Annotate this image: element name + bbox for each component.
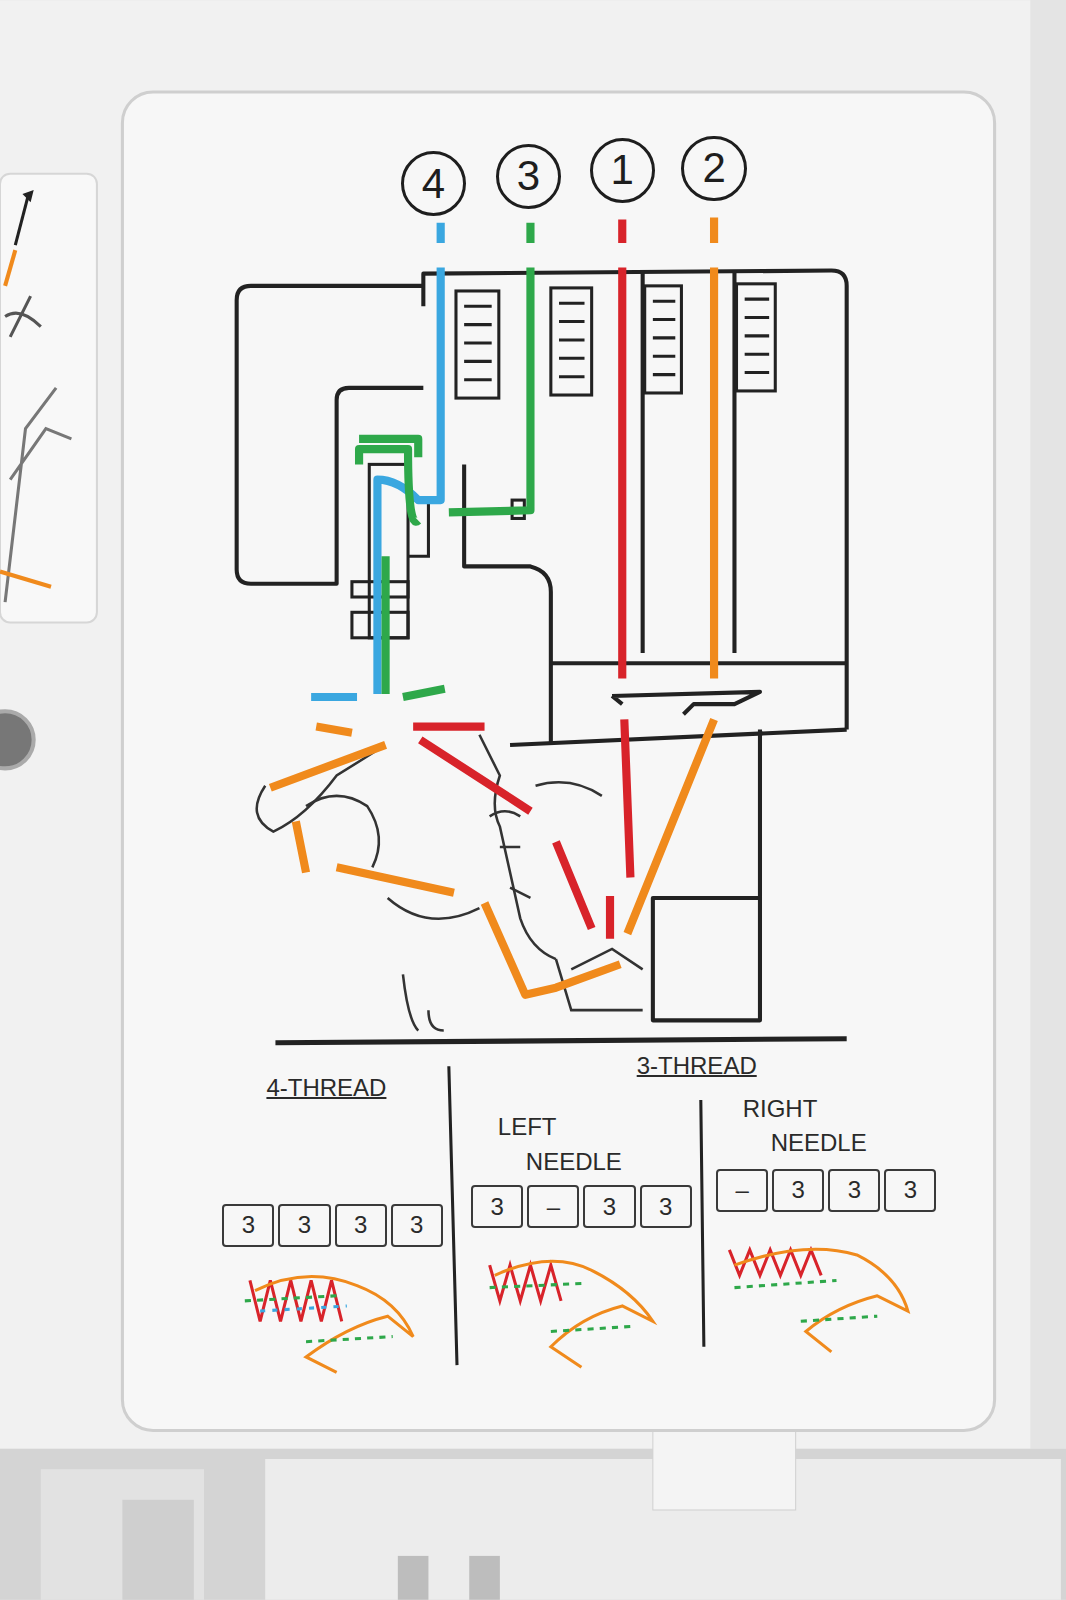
- drawing-part: [490, 811, 531, 898]
- drawing-part: [5, 296, 41, 337]
- drawing-part: [275, 1039, 846, 1043]
- setting-cell: 3: [884, 1169, 936, 1212]
- drawing-part: [257, 750, 378, 832]
- drawing-part: [15, 194, 28, 245]
- setting-cell: 3: [278, 1204, 330, 1247]
- drawing-part: [0, 571, 51, 586]
- drawing-part: [510, 730, 847, 745]
- drawing-part: [0, 1449, 1066, 1600]
- drawing-part: [464, 464, 551, 745]
- drawing-part: [612, 692, 760, 714]
- setting-cell: –: [716, 1169, 768, 1212]
- callout-number: 4: [422, 163, 445, 205]
- drawing-part: [388, 898, 480, 1031]
- drawing-part: [22, 190, 33, 202]
- setting-cell: 3: [391, 1204, 443, 1247]
- drawing-part: [413, 727, 610, 939]
- setting-cell: 3: [335, 1204, 387, 1247]
- drawing-part: [5, 250, 15, 286]
- drawing-part: [643, 271, 735, 654]
- drawing-part: [306, 796, 379, 867]
- callout-circle: 1: [590, 138, 655, 203]
- drawing-part: [5, 388, 71, 602]
- drawing-part: [359, 439, 418, 457]
- drawing-part: [0, 0, 1030, 1449]
- callout-number: 3: [517, 155, 540, 197]
- drawing-part: [464, 299, 769, 380]
- setting-cell: 3: [828, 1169, 880, 1212]
- mode-heading: 4-THREAD: [266, 1071, 386, 1106]
- drawing-part: [449, 1066, 704, 1365]
- mode-heading: 3-THREAD: [637, 1049, 757, 1084]
- drawing-part: [41, 1469, 204, 1600]
- setting-cell: 3: [583, 1185, 635, 1228]
- tension-dials: [456, 284, 775, 398]
- setting-cell: 3: [471, 1185, 523, 1228]
- drawing-part: [0, 711, 34, 768]
- thread-paths: [270, 218, 714, 995]
- drawing-part: [423, 271, 846, 730]
- needle-label: RIGHT NEEDLE: [743, 1092, 891, 1162]
- drawing-part: [122, 1500, 193, 1600]
- drawing-part: [398, 1556, 429, 1600]
- drawing-part: [260, 1306, 347, 1311]
- drawing-part: [551, 661, 847, 665]
- callout-circle: 3: [496, 144, 561, 209]
- drawing-part: [237, 286, 424, 584]
- drawing-part: [490, 1265, 561, 1301]
- drawing-part: [270, 727, 620, 995]
- callout-number: 1: [611, 149, 634, 191]
- drawing-part: [653, 1428, 796, 1510]
- setting-cell: 3: [222, 1204, 274, 1247]
- drawing-part: [311, 693, 357, 701]
- drawing-part: [122, 92, 994, 1430]
- drawing-part: [627, 218, 714, 934]
- setting-cell: 3: [772, 1169, 824, 1212]
- drawing-part: [734, 1280, 877, 1321]
- needle-label: LEFT NEEDLE: [498, 1110, 646, 1180]
- drawing-part: [734, 1249, 907, 1352]
- drawing-part: [653, 730, 760, 1021]
- drawing-part: [403, 689, 445, 697]
- machine-outline: [237, 271, 847, 1366]
- drawing-part: [495, 1261, 653, 1367]
- drawing-part: [622, 220, 630, 878]
- callout-circle: 4: [401, 151, 466, 216]
- setting-cell: –: [527, 1185, 579, 1228]
- drawing-part: [469, 1556, 500, 1600]
- drawing-part: [0, 174, 97, 623]
- setting-cell: 3: [640, 1185, 692, 1228]
- drawing-part: [255, 1276, 413, 1372]
- drawing-part: [490, 1284, 633, 1332]
- drawing-part: [359, 223, 530, 694]
- looper-sketch: [257, 735, 643, 1031]
- stitch-samples: [245, 1249, 908, 1372]
- callout-number: 2: [702, 147, 725, 189]
- drawing-part: [245, 1296, 393, 1342]
- callout-circle: 2: [681, 136, 746, 201]
